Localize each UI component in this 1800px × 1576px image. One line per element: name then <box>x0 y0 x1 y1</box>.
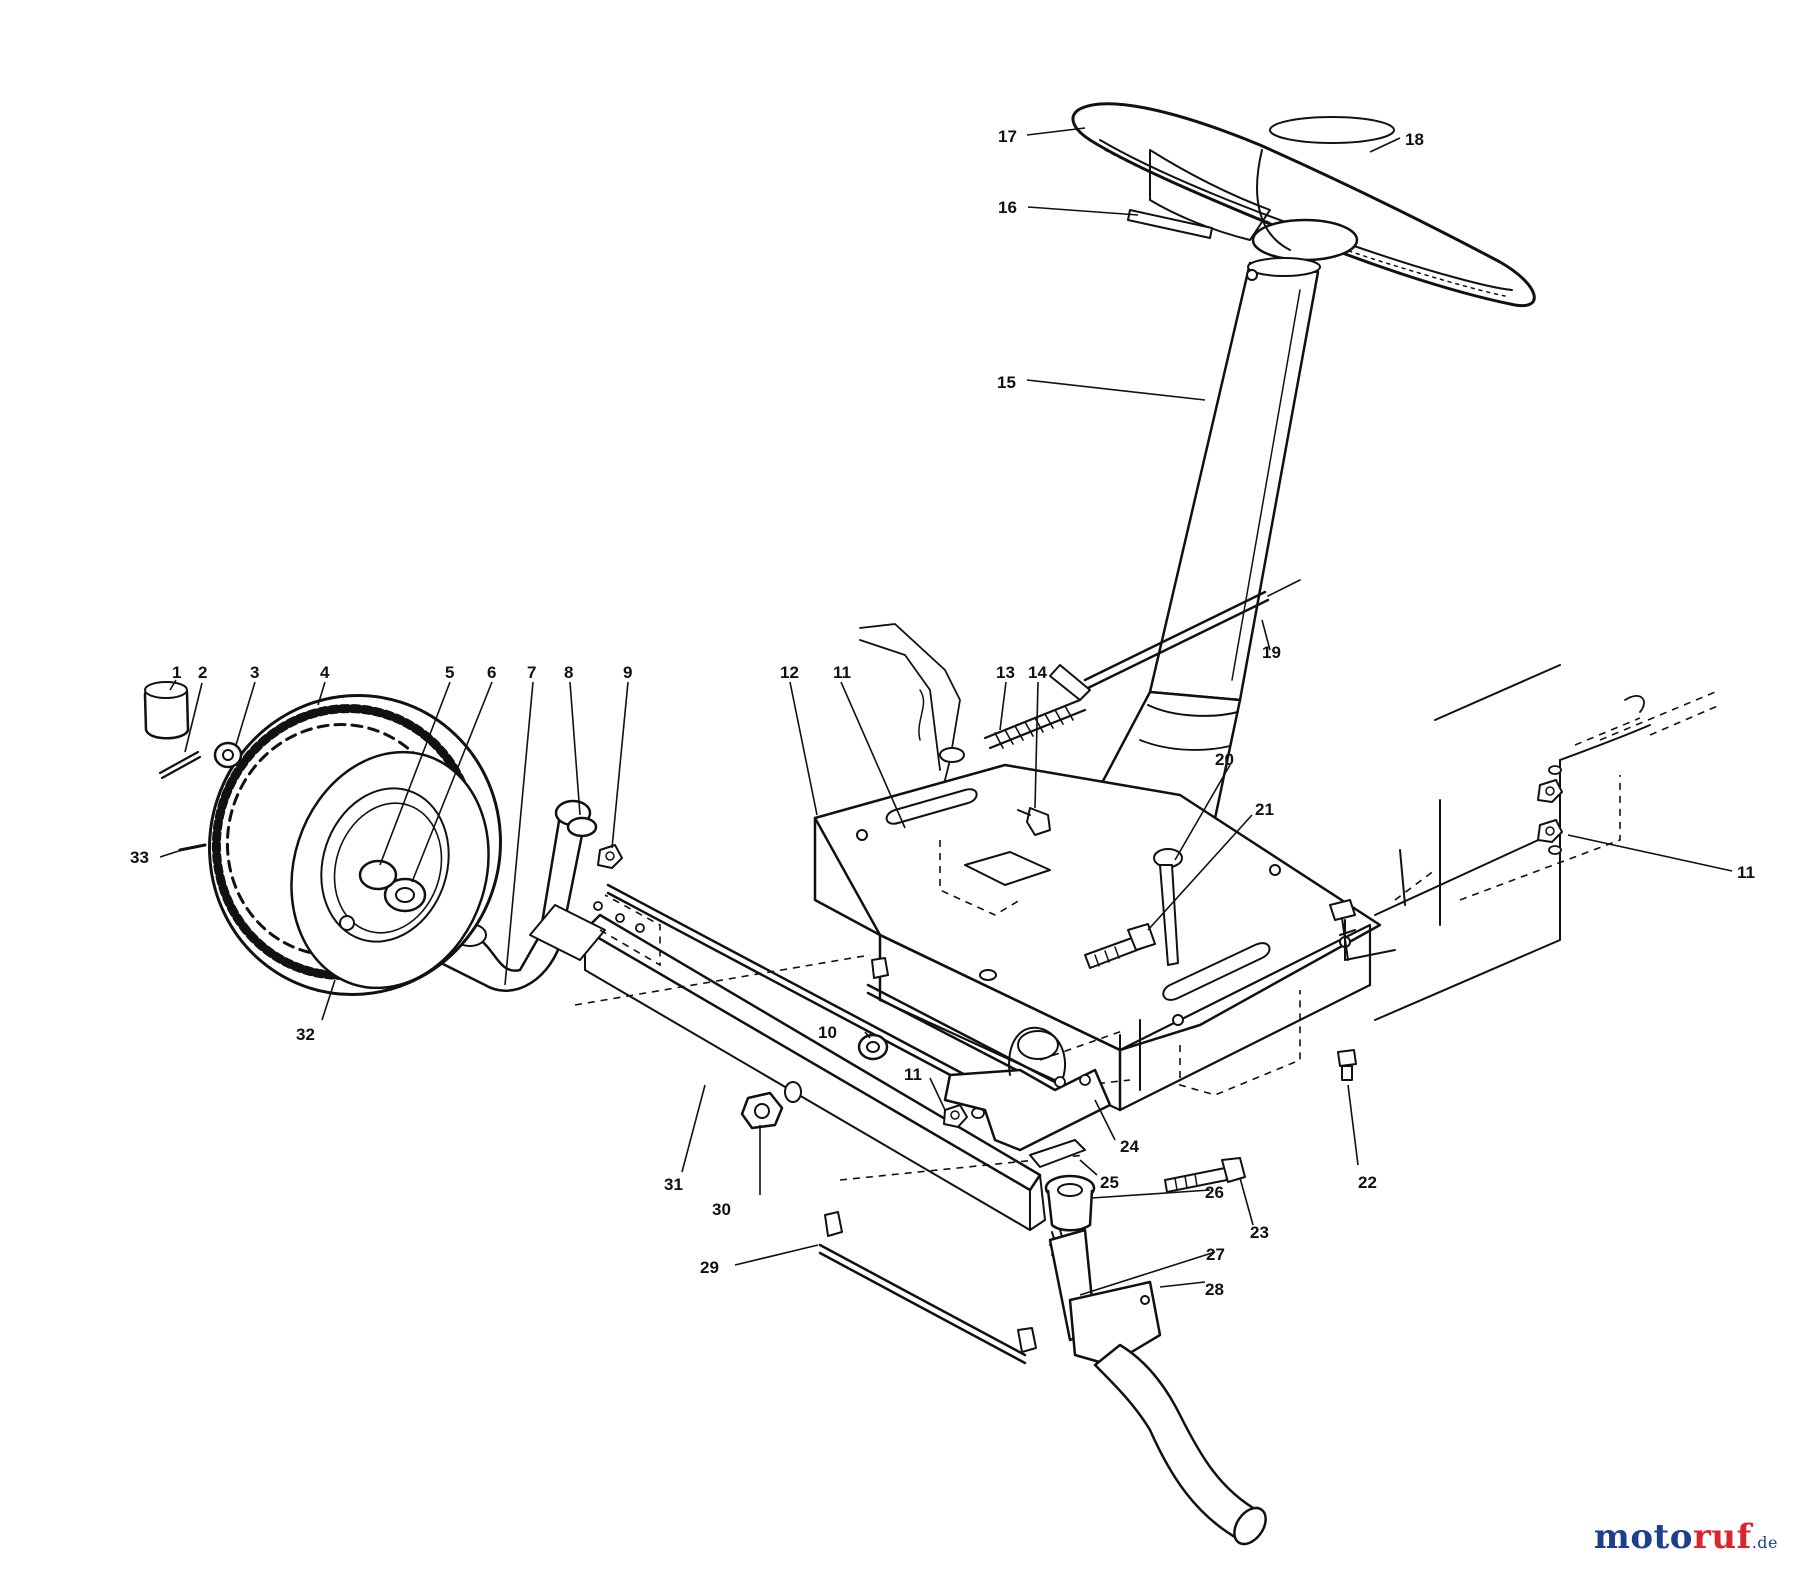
callout-4: 4 <box>320 663 330 682</box>
callout-21: 21 <box>1255 800 1274 819</box>
callout-29: 29 <box>700 1258 719 1277</box>
flange-bushing <box>1044 1174 1096 1232</box>
bolt-14 <box>1017 807 1051 836</box>
axle-tube <box>583 913 1046 1231</box>
callout-16: 16 <box>998 198 1017 217</box>
callout-11-bracket: 11 <box>904 1065 922 1084</box>
bolt-21 <box>1084 923 1156 969</box>
callout-14: 14 <box>1028 663 1047 682</box>
hub-bushing <box>383 877 427 913</box>
callout-25: 25 <box>1100 1173 1119 1192</box>
carriage-bolt <box>1329 899 1356 961</box>
hub-cap <box>143 681 190 740</box>
watermark-part1: moto <box>1593 1517 1693 1557</box>
jam-nut <box>740 1081 802 1130</box>
callout-3: 3 <box>250 663 259 682</box>
callout-33: 33 <box>130 848 149 867</box>
wheel-cap <box>1269 116 1395 144</box>
callout-15: 15 <box>997 373 1016 392</box>
lock-nut-right-lower <box>1537 819 1563 843</box>
support-bracket <box>943 1026 1112 1152</box>
callout-19: 19 <box>1262 643 1281 662</box>
steering-plate <box>813 763 1382 1112</box>
callout-2: 2 <box>198 663 207 682</box>
bushing-10 <box>857 1033 889 1061</box>
frame-rail <box>1344 664 1721 1021</box>
drag-link-lower <box>818 1211 1037 1365</box>
callout-12: 12 <box>780 663 799 682</box>
callout-23: 23 <box>1250 1223 1269 1242</box>
callout-10: 10 <box>818 1023 837 1042</box>
cotter-pin <box>158 750 202 780</box>
lever-bracket <box>859 623 965 801</box>
callout-7: 7 <box>527 663 536 682</box>
leader-lines <box>159 127 1733 1296</box>
retaining-ring <box>566 816 598 838</box>
callout-9: 9 <box>623 663 632 682</box>
bolt-20 <box>1153 848 1183 966</box>
washer <box>213 741 243 769</box>
callout-26: 26 <box>1205 1183 1224 1202</box>
roll-pin <box>1127 209 1213 239</box>
callout-27: 27 <box>1206 1245 1225 1264</box>
callout-30: 30 <box>712 1200 731 1219</box>
callout-31: 31 <box>664 1175 683 1194</box>
steering-wheel <box>1071 102 1536 308</box>
key <box>1029 1139 1086 1168</box>
callout-17: 17 <box>998 127 1017 146</box>
callout-5: 5 <box>445 663 454 682</box>
lock-nut-right-upper <box>1537 779 1563 803</box>
callout-6: 6 <box>487 663 496 682</box>
callout-11-right: 11 <box>1737 863 1755 882</box>
watermark-suffix: .de <box>1751 1533 1778 1552</box>
nut-9 <box>597 844 623 869</box>
callout-24: 24 <box>1120 1137 1139 1156</box>
watermark-logo: motoruf.de <box>1594 1517 1778 1557</box>
callout-20: 20 <box>1215 750 1234 769</box>
watermark-part2: ruf <box>1692 1517 1752 1557</box>
callout-32: 32 <box>296 1025 315 1044</box>
callout-28: 28 <box>1205 1280 1224 1299</box>
callout-18: 18 <box>1405 130 1424 149</box>
callout-1: 1 <box>172 663 181 682</box>
bolt-23 <box>1164 1157 1246 1193</box>
callout-22: 22 <box>1358 1173 1377 1192</box>
callout-11-left: 11 <box>833 663 851 682</box>
lock-nut-bracket <box>943 1104 968 1128</box>
callout-labels: 1 2 3 4 5 6 7 8 9 10 11 11 11 12 13 14 1… <box>130 127 1755 1299</box>
callout-8: 8 <box>564 663 573 682</box>
callout-13: 13 <box>996 663 1015 682</box>
spindle-right <box>1048 1228 1267 1546</box>
bolt-22 <box>1337 1049 1357 1081</box>
steering-rod <box>1049 579 1301 701</box>
bushing <box>358 859 398 891</box>
